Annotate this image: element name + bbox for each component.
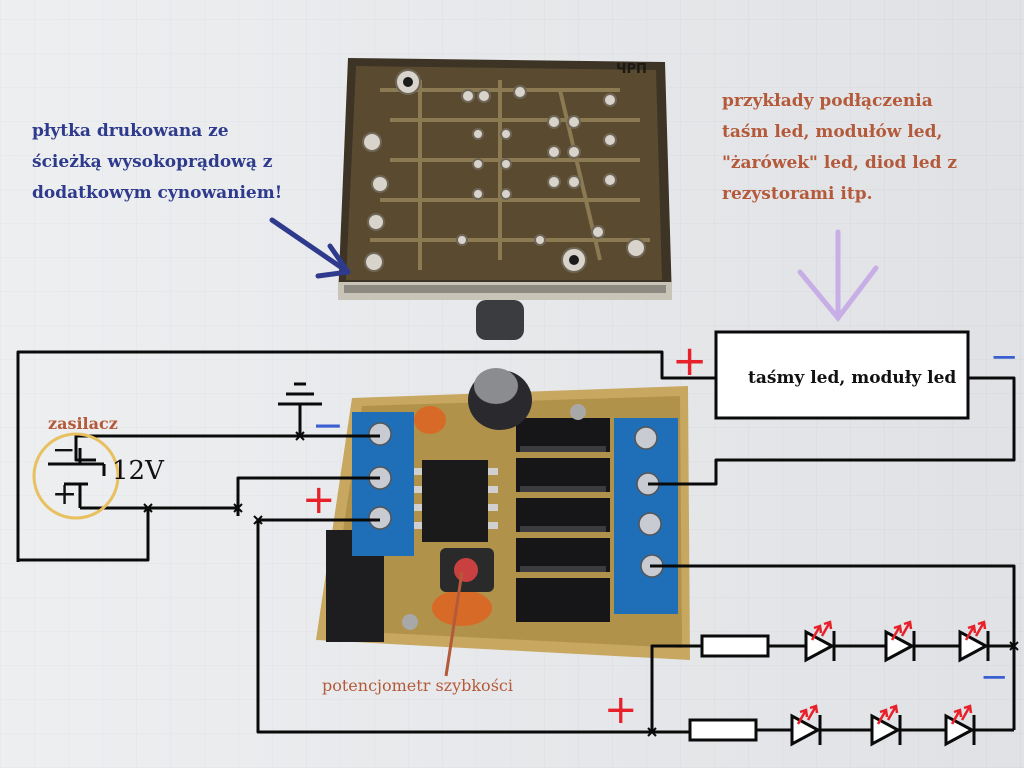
battery-minus-icon: − bbox=[52, 433, 76, 466]
light-arrow-icon bbox=[806, 704, 819, 721]
psu-label: zasilacz bbox=[48, 414, 118, 433]
led-icon bbox=[804, 620, 836, 663]
light-arrow-icon bbox=[810, 624, 823, 641]
voltage-label: 12V bbox=[112, 456, 164, 486]
pcb-note-line: ścieżką wysokoprądową z bbox=[32, 152, 273, 172]
led-icon bbox=[870, 704, 902, 747]
minus-icon: − bbox=[980, 657, 1009, 697]
light-arrow-icon bbox=[890, 624, 903, 641]
light-arrow-icon bbox=[796, 708, 809, 725]
pcb-note: płytka drukowana ze ścieżką wysokoprądow… bbox=[32, 116, 282, 209]
pot-label: potencjometr szybkości bbox=[322, 676, 513, 695]
battery-icon bbox=[32, 432, 120, 520]
examples-note-line: "żarówek" led, diod led z bbox=[722, 153, 958, 173]
examples-note-line: rezystorami itp. bbox=[722, 184, 873, 204]
pcb-pointer-arrow bbox=[269, 217, 351, 279]
resistor-bottom bbox=[688, 718, 758, 742]
light-arrow-icon bbox=[960, 704, 973, 721]
battery-plus-icon: + bbox=[52, 477, 78, 512]
pcb-back-photo bbox=[338, 58, 672, 340]
light-arrow-icon bbox=[900, 620, 913, 637]
led-box-label: taśmy led, moduły led bbox=[748, 368, 957, 388]
led-icon bbox=[944, 704, 976, 747]
examples-note: przykłady podłączenia taśm led, modułów … bbox=[722, 86, 957, 210]
ground-icon bbox=[278, 382, 322, 406]
examples-note-line: przykłady podłączenia bbox=[722, 91, 933, 111]
led-diodes bbox=[790, 620, 990, 747]
light-arrow-icon bbox=[886, 704, 899, 721]
pcb-note-line: dodatkowym cynowaniem! bbox=[32, 183, 283, 203]
plus-icon: + bbox=[604, 687, 638, 733]
light-arrow-icon bbox=[876, 708, 889, 725]
resistor-top bbox=[700, 634, 770, 658]
pcb-front-photo bbox=[316, 368, 690, 660]
light-arrow-icon bbox=[950, 708, 963, 725]
examples-pointer-arrow bbox=[797, 229, 879, 323]
junction-marks bbox=[143, 431, 1019, 737]
wiring bbox=[16, 350, 1016, 734]
light-arrow-icon bbox=[820, 620, 833, 637]
led-strip-box bbox=[714, 330, 970, 420]
led-icon bbox=[790, 704, 822, 747]
pot-pointer-line bbox=[444, 571, 464, 677]
pcb-note-line: płytka drukowana ze bbox=[32, 121, 229, 141]
light-arrow-icon bbox=[974, 620, 987, 637]
examples-note-line: taśm led, modułów led, bbox=[722, 122, 943, 142]
plus-icon: + bbox=[302, 477, 336, 523]
led-icon bbox=[884, 620, 916, 663]
minus-icon: − bbox=[990, 337, 1019, 377]
minus-icon: − bbox=[312, 403, 344, 447]
plus-icon: + bbox=[672, 336, 708, 385]
pcb-marking: ЧРП bbox=[616, 62, 647, 77]
light-arrow-icon bbox=[964, 624, 977, 641]
led-icon bbox=[958, 620, 990, 663]
